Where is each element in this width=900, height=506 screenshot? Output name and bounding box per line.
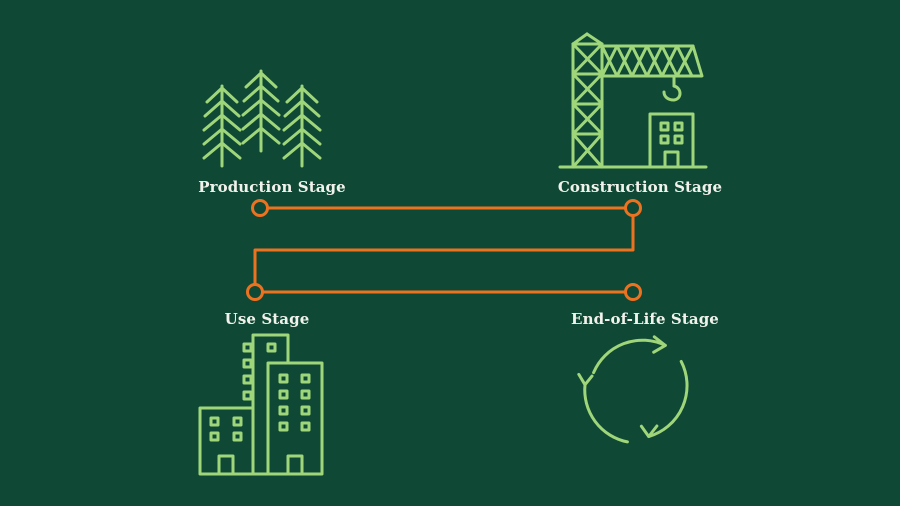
crane-building-icon [558,32,708,169]
crane-jib [600,44,704,78]
forest-icon [202,69,322,168]
node-construction [624,199,642,217]
use-stage-label: Use Stage [224,310,310,328]
building-icon [648,112,695,169]
tree-icon [282,84,322,168]
building-icon [266,361,324,476]
node-end-of-life [624,283,642,301]
crane-mast [571,32,604,169]
city-buildings-icon [198,333,324,476]
tree-icon [202,84,242,168]
building-icon [242,333,290,476]
recycle-arrows-icon [577,335,689,444]
end-of-life-stage-label: End-of-Life Stage [571,310,719,328]
tree-icon [241,69,281,153]
node-use [246,283,264,301]
production-stage-label: Production Stage [198,178,346,196]
connector-path [246,199,642,301]
construction-stage-label: Construction Stage [557,178,723,196]
node-production [251,199,269,217]
building-icon [198,406,255,476]
crane-hook-icon [662,74,682,102]
